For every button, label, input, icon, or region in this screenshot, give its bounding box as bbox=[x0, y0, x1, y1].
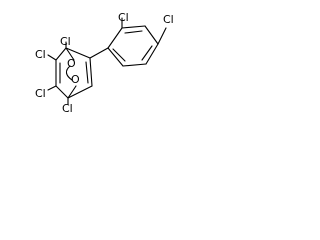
bonds bbox=[47, 17, 167, 105]
bond-ph-inner-3 bbox=[112, 48, 126, 62]
bond-ph-inner-1 bbox=[124, 30, 143, 34]
bond-ph-a bbox=[107, 27, 123, 49]
bond-ph-c bbox=[144, 25, 159, 45]
bond-ph-f bbox=[107, 47, 124, 67]
bond-c5-c6 bbox=[89, 57, 93, 87]
label-cl-para: Cl bbox=[163, 13, 174, 26]
bond-o-o-arc bbox=[65, 65, 73, 81]
label-o-bottom: O bbox=[71, 73, 80, 86]
bond-c6-c2 bbox=[67, 85, 93, 99]
bond-core-phenyl bbox=[89, 47, 109, 59]
bond-c1-c5 bbox=[65, 47, 91, 59]
atom-labels: Cl Cl Cl Cl Cl Cl O O bbox=[35, 11, 174, 115]
label-cl-bridge-top: Cl bbox=[60, 35, 71, 48]
label-cl-bridge-bottom: Cl bbox=[62, 102, 73, 115]
bond-ph-e bbox=[122, 63, 147, 67]
label-cl-left-top: Cl bbox=[35, 48, 46, 61]
label-cl-ortho: Cl bbox=[118, 11, 129, 24]
bond-ph-d bbox=[145, 43, 159, 65]
bond-c2-o bbox=[67, 85, 77, 99]
label-o-top: O bbox=[67, 57, 76, 70]
bond-ph-cl-para bbox=[157, 27, 167, 45]
bond-c4-c2 bbox=[55, 85, 69, 99]
structure-diagram: Cl Cl Cl Cl Cl Cl O O bbox=[35, 11, 174, 115]
bond-c1-o bbox=[65, 47, 75, 61]
bond-ph-inner-2 bbox=[141, 45, 153, 61]
bond-c3-cl bbox=[47, 54, 57, 61]
bond-c4-cl bbox=[47, 85, 57, 91]
bond-c1-c3 bbox=[55, 47, 67, 61]
label-cl-left-bottom: Cl bbox=[35, 87, 46, 100]
bond-ph-b bbox=[121, 25, 146, 29]
bond-c5-c6-double bbox=[85, 61, 89, 84]
